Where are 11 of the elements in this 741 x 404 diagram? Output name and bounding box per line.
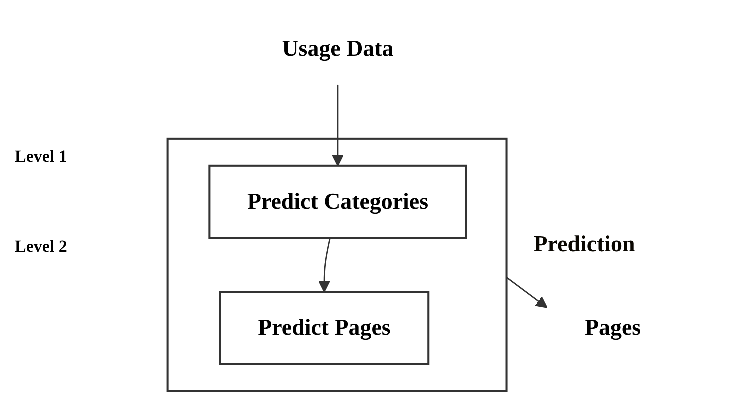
cluster (166, 138, 508, 392)
level-label: Level 1 (15, 147, 68, 167)
node-box: Predict Categories (208, 164, 468, 240)
node-text: Pages (585, 314, 642, 341)
arrow (332, 84, 344, 166)
node-label: Prediction (534, 231, 636, 257)
node-box: Predict Pages (219, 291, 430, 366)
node-text: Usage Data (282, 36, 394, 62)
arrow (506, 277, 548, 308)
arrow (318, 238, 331, 293)
level-label: Level 2 (15, 237, 68, 257)
